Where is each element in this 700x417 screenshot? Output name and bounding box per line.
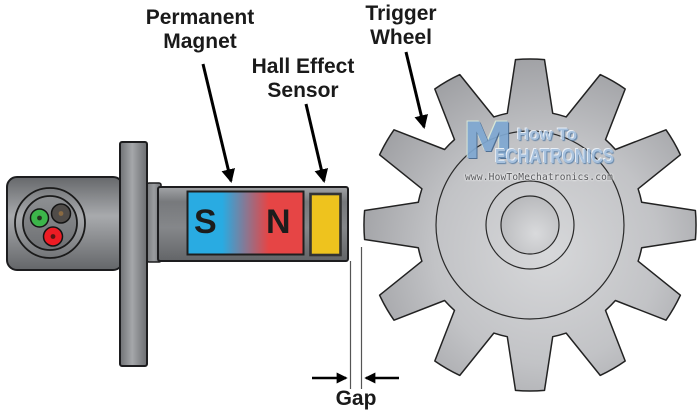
gear-hub-ring [485, 180, 575, 270]
hall-effect-sensor-chip [309, 192, 342, 257]
watermark-how-to: How To [517, 125, 578, 144]
watermark: M How To ECHATRONICS www.HowToMechatroni… [455, 112, 623, 193]
hall-effect-sensor-arrow [304, 103, 329, 184]
trigger-wheel-arrow [404, 51, 428, 130]
red-pin-contact [50, 234, 56, 239]
sensor-assembly [6, 141, 349, 367]
gear-center-hole [500, 195, 560, 255]
south-pole-label: S [194, 203, 217, 241]
permanent-magnet [186, 190, 305, 256]
connector-face [14, 187, 86, 259]
permanent-magnet-label: Permanent Magnet [145, 6, 255, 53]
connector-outer-ring [14, 187, 86, 259]
gap-label: Gap [335, 387, 377, 410]
mechatronics-logo-m-icon: M [463, 112, 513, 170]
permanent-magnet-arrow [201, 63, 235, 184]
annotation-arrows [201, 51, 428, 389]
watermark-url: www.HowToMechatronics.com [465, 172, 613, 183]
gear-face-ring [435, 130, 625, 320]
north-pole-label: N [266, 203, 291, 241]
trigger-wheel-label: Trigger Wheel [365, 2, 437, 49]
green-pin-contact [37, 215, 42, 221]
trigger-wheel-gear [363, 58, 697, 392]
black-pin-contact [58, 211, 64, 216]
mounting-flange [119, 141, 148, 367]
hall-effect-sensor-label: Hall Effect Sensor [251, 55, 355, 102]
watermark-mechatronics: ECHATRONICS [495, 146, 615, 168]
